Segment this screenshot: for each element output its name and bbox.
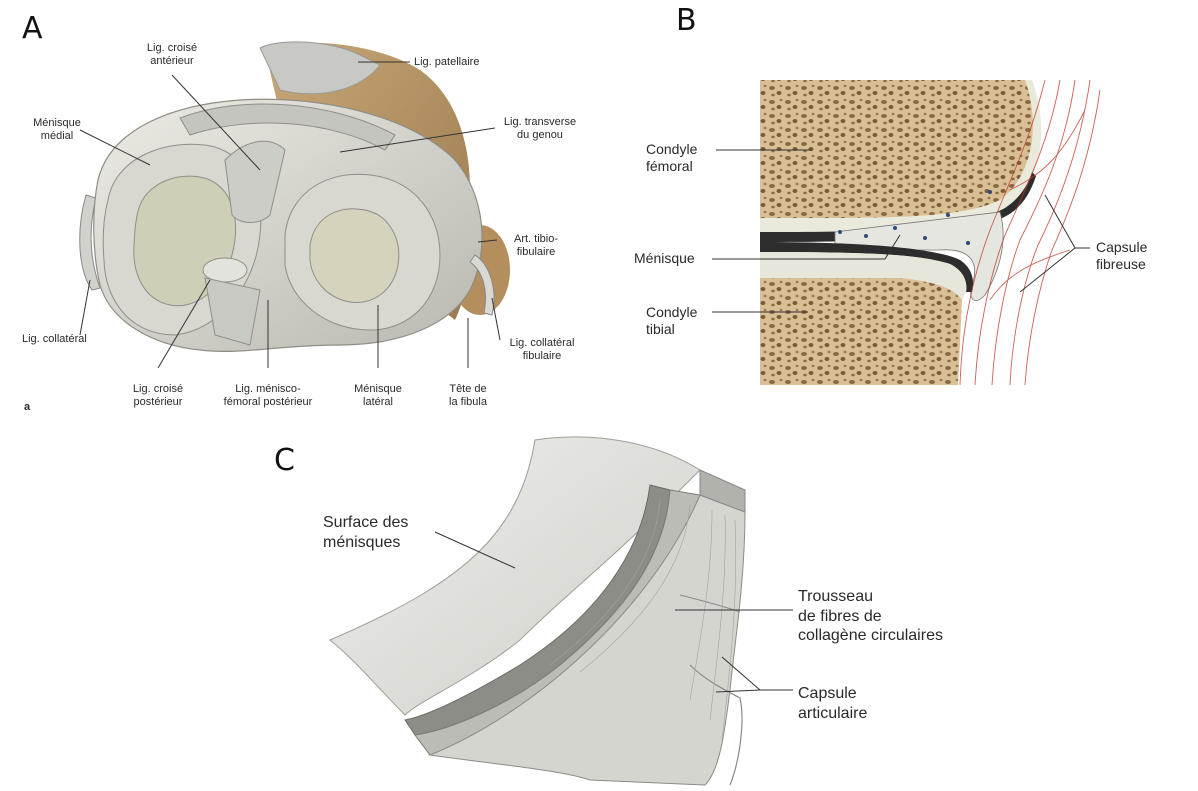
label-menisque: Ménisque <box>634 250 695 267</box>
label-capsule-fibreuse: Capsule fibreuse <box>1096 239 1147 273</box>
label-lig-collateral: Lig. collatéral <box>22 333 87 346</box>
label-lig-patellaire: Lig. patellaire <box>414 56 479 69</box>
label-menisque-medial: Ménisque médial <box>18 117 96 144</box>
label-lig-transverse: Lig. transverse du genou <box>490 116 590 143</box>
label-lig-menisco-femoral-posterieur: Lig. ménisco- fémoral postérieur <box>206 383 330 410</box>
label-lig-croise-anterieur: Lig. croisé antérieur <box>112 42 232 69</box>
panel-a-illustration <box>80 42 510 352</box>
label-trousseau-fibres: Trousseau de fibres de collagène circula… <box>798 587 943 646</box>
label-condyle-tibial: Condyle tibial <box>646 304 697 338</box>
panel-c-illustration <box>330 437 745 785</box>
label-tete-fibula: Tête de la fibula <box>436 383 500 410</box>
label-condyle-femoral: Condyle fémoral <box>646 141 697 175</box>
label-art-tibio-fibulaire: Art. tibio- fibulaire <box>498 233 574 260</box>
label-capsule-articulaire: Capsule articulaire <box>798 684 867 723</box>
panel-b-illustration <box>612 68 1132 406</box>
label-lig-collateral-fibulaire: Lig. collatéral fibulaire <box>494 337 590 364</box>
label-sub-a: a <box>24 401 30 414</box>
label-lig-croise-posterieur: Lig. croisé postérieur <box>108 383 208 410</box>
label-surface-menisques: Surface des ménisques <box>323 513 408 552</box>
label-menisque-lateral: Ménisque latéral <box>344 383 412 410</box>
